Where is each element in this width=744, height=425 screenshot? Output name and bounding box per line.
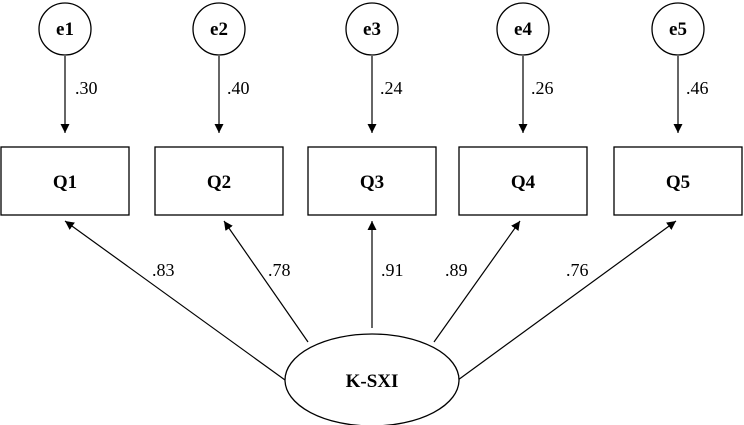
error-loading-e2: .40 bbox=[227, 78, 250, 98]
item-box-q3 bbox=[307, 146, 437, 216]
error-loading-e4: .26 bbox=[531, 78, 554, 98]
error-label-e3: e3 bbox=[363, 19, 381, 40]
item-label-q3: Q3 bbox=[360, 172, 384, 193]
error-node-e3 bbox=[345, 2, 399, 56]
latent-label-ksxi: K-SXI bbox=[346, 371, 399, 392]
loading-arrow-q5 bbox=[457, 220, 677, 381]
factor-loading-q5: .76 bbox=[566, 260, 589, 280]
error-label-e5: e5 bbox=[669, 19, 687, 40]
loading-arrow-q1 bbox=[64, 220, 286, 381]
error-loading-e5: .46 bbox=[686, 78, 709, 98]
error-node-e4 bbox=[496, 2, 550, 56]
item-box-q5 bbox=[613, 146, 743, 216]
error-loading-e1: .30 bbox=[75, 78, 98, 98]
error-label-e1: e1 bbox=[56, 19, 74, 40]
factor-loading-q2: .78 bbox=[268, 260, 291, 280]
latent-node-ksxi bbox=[284, 333, 460, 425]
item-box-q2 bbox=[154, 146, 284, 216]
item-label-q2: Q2 bbox=[207, 172, 231, 193]
error-loading-e3: .24 bbox=[380, 78, 403, 98]
item-box-q4 bbox=[458, 146, 588, 216]
factor-loading-q4: .89 bbox=[445, 260, 468, 280]
error-label-e2: e2 bbox=[210, 19, 228, 40]
item-label-q1: Q1 bbox=[53, 172, 77, 193]
error-node-e2 bbox=[192, 2, 246, 56]
item-label-q5: Q5 bbox=[666, 172, 690, 193]
error-node-e5 bbox=[651, 2, 705, 56]
item-label-q4: Q4 bbox=[511, 172, 536, 193]
error-node-e1 bbox=[38, 2, 92, 56]
loading-arrow-q2 bbox=[223, 220, 309, 343]
item-box-q1 bbox=[0, 146, 130, 216]
factor-loading-q3: .91 bbox=[381, 260, 404, 280]
error-label-e4: e4 bbox=[514, 19, 532, 40]
factor-loading-q1: .83 bbox=[152, 260, 175, 280]
loading-arrow-q4 bbox=[433, 220, 521, 343]
